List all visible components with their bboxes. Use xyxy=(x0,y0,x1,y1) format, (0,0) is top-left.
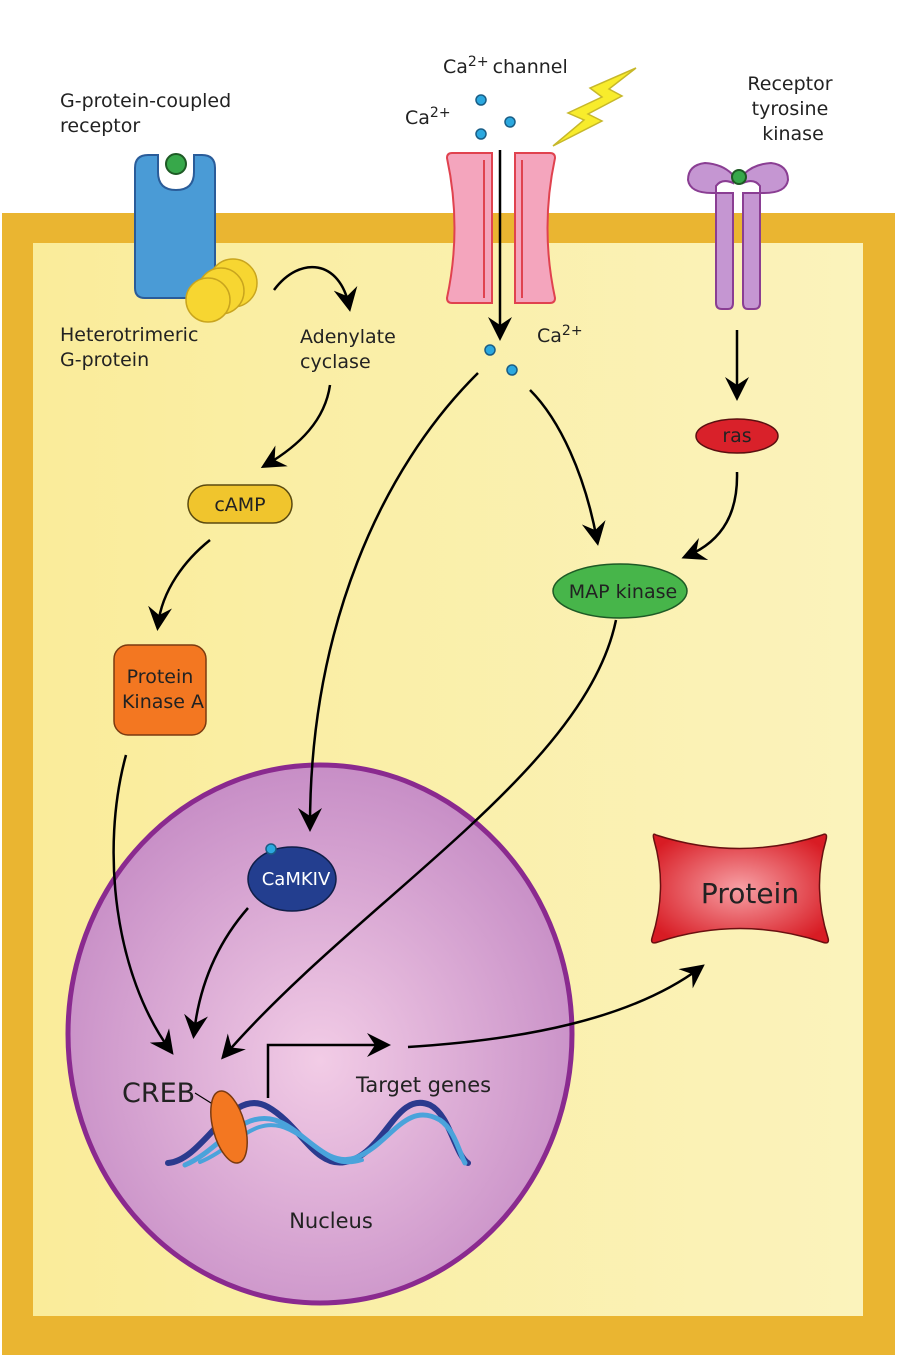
camkiv-label: CaMKIV xyxy=(262,869,331,890)
ca-inside-label: Ca2+ xyxy=(537,323,583,347)
pka-node xyxy=(113,644,207,736)
rtk-label: Receptor tyrosine kinase xyxy=(747,73,838,145)
camp-label: cAMP xyxy=(214,494,265,516)
lightning-icon xyxy=(552,67,637,147)
nucleus xyxy=(65,762,575,1306)
arrow-map-kinase-to-creb xyxy=(221,619,618,1060)
arrow-cyclase-to-camp xyxy=(260,384,332,469)
calcium-channel xyxy=(445,152,557,304)
g-protein-label: Heterotrimeric G-protein xyxy=(60,324,204,371)
arrow-camkiv-to-creb xyxy=(184,907,249,1039)
arrow-calcium-to-map-kinase xyxy=(529,389,606,546)
ras-label: ras xyxy=(722,425,751,447)
arrow-ras-to-map-kinase xyxy=(681,471,739,561)
gpcr-receptor xyxy=(134,153,216,299)
nucleus-label: Nucleus xyxy=(289,1209,373,1233)
arrow-pka-to-creb xyxy=(112,754,174,1055)
camkiv-node xyxy=(247,846,337,912)
ca-outside-label: Ca2+ xyxy=(405,105,451,129)
map-kinase-label: MAP kinase xyxy=(569,581,677,603)
calcium-ions-outside xyxy=(475,94,516,140)
ras-node xyxy=(695,418,779,454)
arrow-gprotein-to-cyclase xyxy=(272,265,358,312)
g-protein xyxy=(185,258,258,323)
gpcr-ligand xyxy=(165,153,187,175)
pka-label: Protein Kinase A xyxy=(122,666,204,713)
adenylate-cyclase-label: Adenylate cyclase xyxy=(300,326,402,373)
protein-product xyxy=(650,833,830,944)
target-genes-label: Target genes xyxy=(355,1073,491,1097)
ca-channel-label: Ca2+channel xyxy=(443,54,568,78)
creb-protein xyxy=(210,1090,248,1164)
camkiv-calcium xyxy=(265,843,277,855)
camp-node xyxy=(187,484,293,524)
arrow-genes-to-protein xyxy=(407,964,705,1049)
gpcr-label: G-protein-coupled receptor xyxy=(60,90,237,137)
rtk-ligand xyxy=(731,169,747,185)
map-kinase-node xyxy=(552,563,688,619)
arrow-camp-to-pka xyxy=(148,539,211,631)
creb-label: CREB xyxy=(122,1078,195,1109)
arrow-transcription xyxy=(266,1033,391,1098)
receptor-tyrosine-kinase xyxy=(686,161,790,310)
arrow-calcium-to-camkiv xyxy=(298,372,479,832)
calcium-ions-inside xyxy=(484,344,518,376)
protein-label: Protein xyxy=(701,877,799,910)
